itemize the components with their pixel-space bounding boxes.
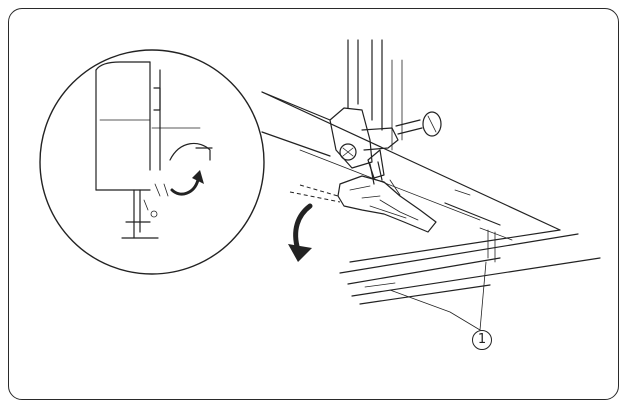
callout-number: 1 <box>472 330 492 350</box>
presser-foot <box>337 161 437 233</box>
fabric-layers <box>261 91 601 305</box>
callout-leaders <box>389 261 487 331</box>
curved-arrow-down-icon <box>288 203 313 262</box>
curved-arrow-up-icon <box>170 170 204 196</box>
guide-dashed-lines <box>289 184 341 203</box>
presser-bar <box>347 39 403 196</box>
magnifier-circle-icon <box>39 49 331 275</box>
